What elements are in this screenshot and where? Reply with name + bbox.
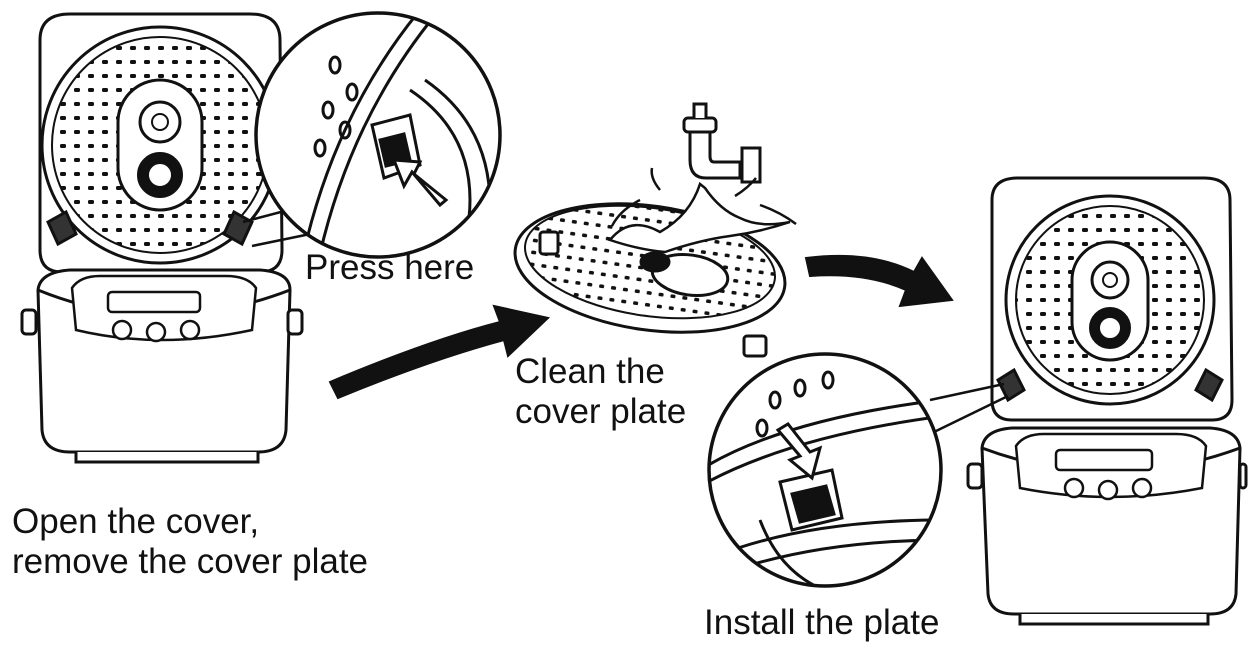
rice-cooker-open-left <box>20 12 304 464</box>
rice-cooker-open-right <box>966 176 1248 626</box>
zoom-detail-press-release <box>254 11 502 259</box>
arrow-step-1-to-2 <box>328 304 551 400</box>
step-label-open-remove: Open the cover, remove the cover plate <box>12 502 369 581</box>
step-label-press-here: Press here <box>305 248 475 287</box>
zoom-callout-lines-right <box>929 382 1009 434</box>
step-label-install-plate: Install the plate <box>704 603 940 642</box>
step-label-clean-plate: Clean the cover plate <box>515 352 687 431</box>
arrow-step-2-to-3 <box>804 254 954 308</box>
cover-plate-under-faucet <box>513 102 797 358</box>
zoom-detail-install-latch <box>707 352 943 588</box>
